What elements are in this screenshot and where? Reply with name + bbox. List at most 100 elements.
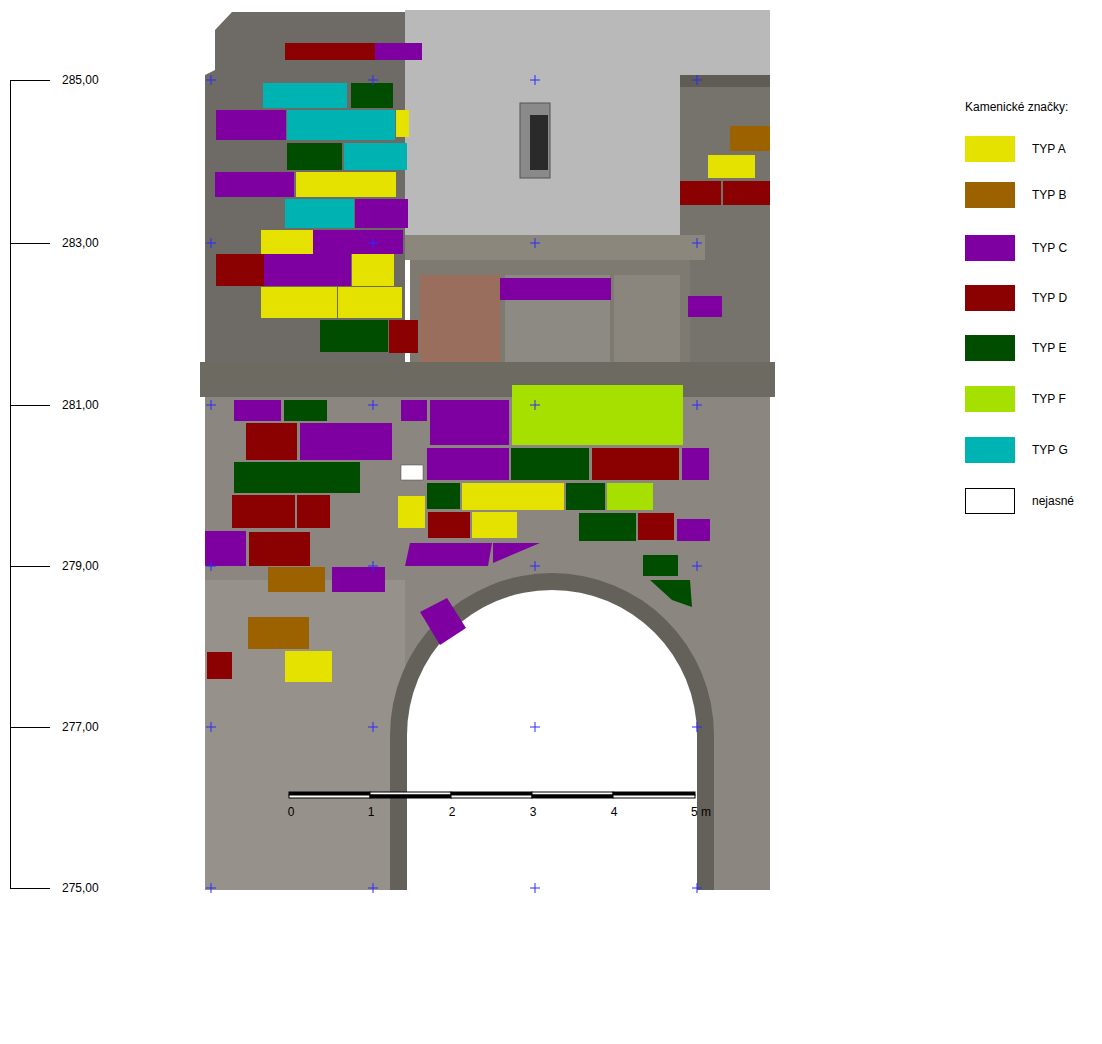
mark-c [216, 110, 286, 140]
mark-f [512, 385, 683, 445]
legend-swatch [965, 136, 1015, 162]
mark-a [708, 155, 755, 178]
arch-ring [390, 573, 714, 890]
height-bracket [10, 80, 50, 889]
mark-c [427, 448, 509, 480]
scale-label: 5 m [691, 805, 711, 819]
arch-opening [407, 590, 697, 890]
mason-marks [205, 43, 770, 682]
mark-c [313, 230, 403, 254]
scale-segment [532, 795, 613, 798]
mark-d [680, 181, 721, 205]
mark-a [352, 254, 394, 286]
scale-label: 4 [611, 805, 618, 819]
mark-d [207, 652, 232, 679]
legend-swatch [965, 335, 1015, 361]
mark-e [284, 400, 327, 421]
mark-d [389, 320, 418, 353]
tower-masonry [205, 12, 410, 395]
mark-c [375, 43, 422, 60]
mark-d [638, 513, 674, 540]
pillar-cornice [680, 75, 770, 87]
mark-e [566, 483, 605, 510]
mark-b [730, 126, 770, 151]
mark-e [234, 462, 360, 493]
mark-a [396, 110, 409, 137]
mark-d [297, 495, 330, 528]
mark-a [261, 230, 313, 254]
scale-bar [289, 792, 695, 798]
window-frame [520, 103, 550, 178]
mark-d [428, 512, 470, 538]
mark-c [234, 400, 281, 421]
mark-d [216, 254, 264, 286]
mark-d [723, 181, 770, 205]
mark-d [285, 43, 375, 60]
mark-e [351, 83, 393, 108]
mark-e [287, 143, 342, 170]
mark-a [472, 512, 517, 538]
mark-e [427, 483, 460, 509]
cornice [405, 235, 705, 260]
mark-c [688, 296, 722, 317]
mark-g [344, 143, 407, 170]
elevation-label: 281,00 [62, 398, 99, 412]
mark-c [215, 172, 294, 197]
legend-label: TYP A [1032, 142, 1066, 156]
mark-e [511, 448, 589, 480]
elevation-label: 279,00 [62, 559, 99, 573]
mark-c [420, 598, 466, 645]
survey-crosses [206, 75, 702, 893]
mark-c [332, 567, 385, 592]
mark-c [355, 199, 408, 228]
mark-d [232, 495, 295, 528]
lower-masonry [205, 580, 405, 890]
bracket-line [10, 80, 50, 889]
scale-label: 3 [530, 805, 537, 819]
legend-swatch [965, 386, 1015, 412]
mark-c [677, 519, 710, 541]
legend-swatch [965, 182, 1015, 208]
mark-a [338, 287, 402, 318]
legend-swatch [965, 437, 1015, 463]
mark-g [285, 199, 354, 228]
mark-c [430, 400, 509, 445]
lower-masonry [205, 395, 770, 890]
mark-c [401, 400, 427, 421]
mark-a [261, 287, 337, 318]
scale-segment [613, 795, 695, 798]
scale-label: 0 [288, 805, 295, 819]
scale-label: 2 [449, 805, 456, 819]
mark-d [592, 448, 679, 480]
scale-segment [370, 795, 451, 798]
legend-label: TYP C [1032, 241, 1067, 255]
legend-label: TYP G [1032, 443, 1068, 457]
legend-label: nejasné [1032, 494, 1074, 508]
elevation-label: 285,00 [62, 73, 99, 87]
mark-c [205, 531, 246, 566]
mark-e [643, 555, 678, 576]
mark-g [287, 110, 395, 140]
mark-d [249, 532, 310, 566]
mark-b [268, 567, 325, 592]
mark-unclear [401, 465, 423, 480]
scale-segment [289, 795, 370, 798]
scale-segment [451, 795, 532, 798]
window-opening [530, 115, 548, 170]
legend-label: TYP F [1032, 392, 1066, 406]
mark-d [246, 423, 297, 460]
legend-label: TYP E [1032, 341, 1066, 355]
mark-c [264, 254, 351, 286]
mark-g [263, 83, 347, 108]
legend-swatch [965, 235, 1015, 261]
mark-f [607, 483, 653, 510]
elevation-label: 283,00 [62, 236, 99, 250]
mark-c [405, 543, 492, 566]
mark-e [650, 580, 692, 607]
legend-swatch [965, 488, 1015, 514]
mark-a [462, 483, 564, 510]
mark-a [398, 496, 425, 528]
mark-e [579, 513, 636, 541]
mark-c [500, 278, 611, 300]
